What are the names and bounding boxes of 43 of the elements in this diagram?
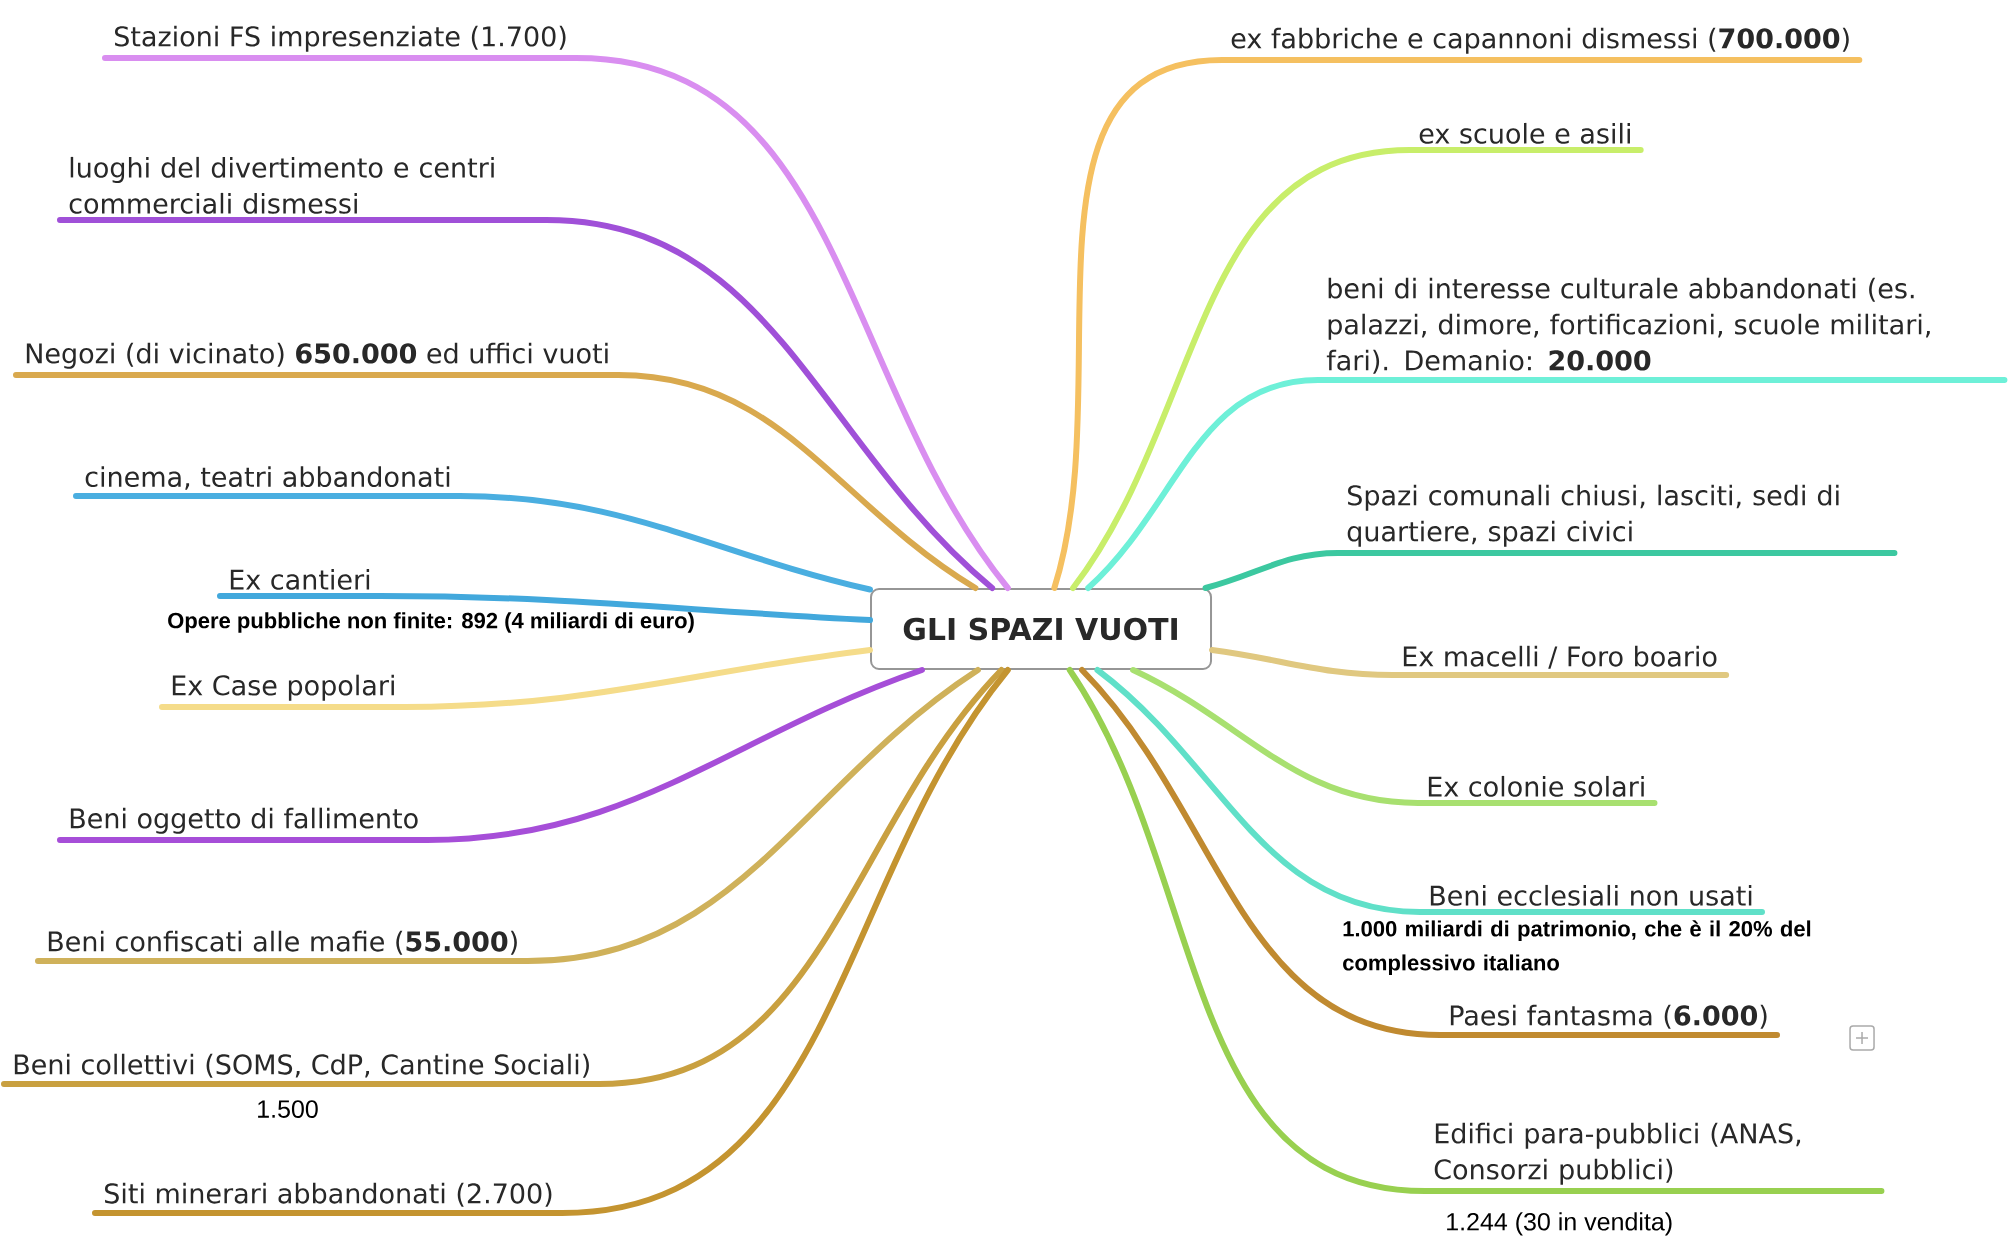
- branch-line: [1, 667, 1005, 1087]
- branch-line: [1051, 57, 1863, 591]
- branch-label: Spazi comunali chiusi, lasciti, sedi di quartiere, spazi civici: [1347, 484, 1839, 547]
- branch-line: [13, 372, 979, 591]
- branch-line: [102, 55, 1011, 591]
- branch-line: [159, 647, 873, 710]
- note-text: 1.244 (30 in vendita): [1447, 1212, 1672, 1236]
- branch-label: Siti minerari abbandonati (2.700): [105, 1182, 552, 1207]
- branch-label: Edifici para-pubblici (ANAS, Consorzi pubblici): [1434, 1122, 1801, 1185]
- branch-line: [1202, 550, 1898, 591]
- branch-line: [1079, 667, 1781, 1038]
- branch-label: luoghi del divertimento e centri commerciali dismessi: [69, 156, 494, 214]
- branch-label: Ex colonie solari: [1428, 775, 1644, 797]
- branch-line: [57, 667, 925, 843]
- branch-label: Beni collettivi (SOMS, CdP, Cantine Sociali): [14, 1053, 589, 1078]
- branch-label: Beni confiscati alle mafie (55.000): [48, 930, 517, 955]
- branch-line: [1130, 667, 1658, 806]
- branch-label: Ex Case popolari: [172, 674, 394, 701]
- branch-line: [1094, 667, 1765, 915]
- branch-line: [217, 593, 873, 624]
- branch-line: [1066, 667, 1885, 1194]
- branch-label: ex fabbriche e capannoni dismessi (700.000): [1231, 27, 1849, 54]
- note-text: 1.000 miliardi di patrimonio, che è il 20% del complessivo italiano: [1343, 920, 1811, 975]
- branch-label: Paesi fantasma (6.000): [1450, 1004, 1767, 1029]
- branch-label: ex scuole e asili: [1419, 122, 1630, 144]
- note-text: Opere pubbliche non finite: 892 (4 miliardi di euro): [168, 612, 694, 633]
- branch-label: Ex macelli / Foro boario: [1403, 645, 1717, 669]
- branch-line: [1085, 377, 2008, 591]
- note-text: 1.500: [258, 1100, 318, 1118]
- branch-line: [57, 217, 996, 591]
- branch-label: Stazioni FS impresenziate (1.700): [115, 25, 566, 52]
- branch-label: cinema, teatri abbandonati: [85, 466, 450, 490]
- branch-line: [1209, 647, 1730, 678]
- central-topic-box: GLI SPAZI VUOTI: [870, 588, 1212, 670]
- branch-label: Negozi (di vicinato) 650.000 ed uffici vuoti: [26, 342, 608, 369]
- branch-line: [1070, 147, 1644, 591]
- branch-line: [73, 493, 873, 593]
- branch-label: Beni ecclesiali non usati: [1430, 884, 1752, 906]
- branch-label: Ex cantieri: [230, 568, 370, 590]
- branch-line: [92, 667, 1011, 1216]
- branch-label: beni di interesse culturale abbandonati (es. palazzi, dimore, fortificazioni, scuole militari, fari). Demanio: 20.000: [1326, 277, 1930, 374]
- branch-line: [35, 667, 981, 964]
- branch-label: Beni oggetto di fallimento: [70, 807, 418, 834]
